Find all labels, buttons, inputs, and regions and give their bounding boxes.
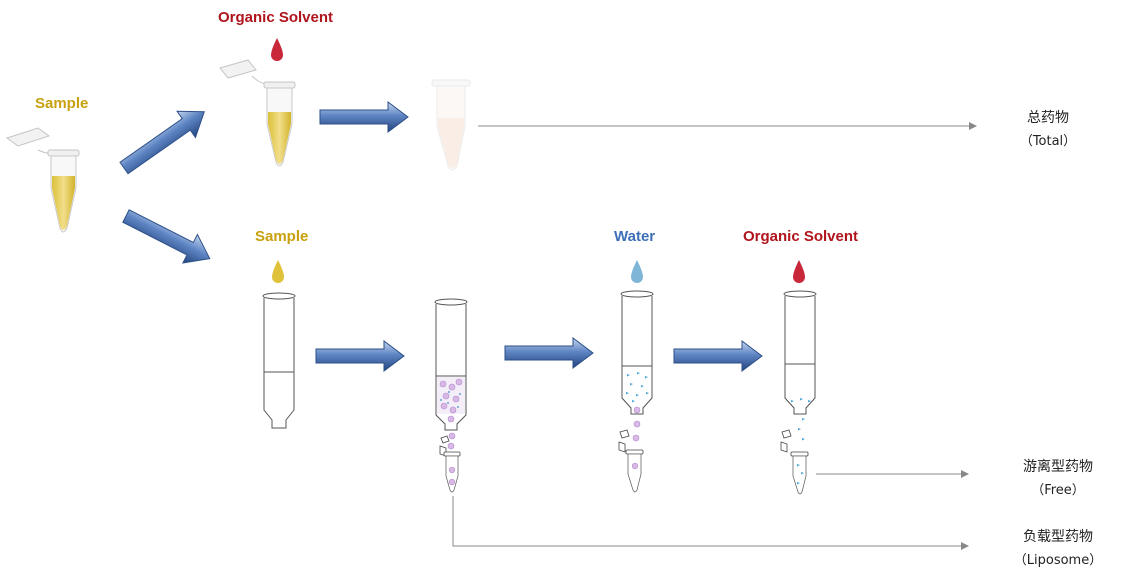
- organic-solvent-column-drop-icon: [793, 260, 805, 283]
- liposome-collection-tube-icon: [439, 435, 461, 493]
- sample-column-label: Sample: [255, 228, 308, 245]
- arrow-to-organic-solvent-icon: [119, 110, 205, 175]
- sample-label: Sample: [35, 95, 88, 112]
- water-wash-column-icon: [620, 290, 654, 428]
- arrow-column-step1-icon: [315, 340, 405, 372]
- sample-tube-icon: [5, 127, 80, 233]
- free-drug-label: 游离型药物: [1023, 458, 1093, 475]
- free-drug-collection-tube-icon: [780, 429, 809, 495]
- arrow-to-column-icon: [122, 209, 211, 264]
- water-label: Water: [614, 228, 655, 245]
- arrow-column-step3-icon: [673, 340, 763, 372]
- total-drug-label: 总药物: [1027, 110, 1069, 126]
- organic-solvent-column-label: Organic Solvent: [743, 228, 858, 245]
- liposome-drug-sublabel: （Liposome）: [1014, 553, 1102, 568]
- free-drug-sublabel: （Free）: [1031, 483, 1085, 498]
- water-collection-tube-icon: [618, 429, 644, 493]
- elution-column-icon: [783, 290, 817, 441]
- arrow-to-total-tube-icon: [319, 101, 409, 133]
- empty-column-icon: [262, 292, 296, 429]
- total-drug-tube-icon: [431, 79, 471, 171]
- liposome-drug-label: 负载型药物: [1023, 529, 1093, 545]
- organic-solvent-tube-icon: [219, 59, 296, 167]
- sample-drop-icon: [272, 260, 284, 283]
- total-drug-sublabel: （Total）: [1020, 134, 1076, 149]
- liposome-output-line: [452, 496, 969, 550]
- arrow-column-step2-icon: [504, 337, 594, 369]
- water-drop-icon: [631, 260, 643, 283]
- loaded-column-icon: [434, 298, 468, 431]
- liposome-drops-icon: [447, 432, 456, 450]
- organic-solvent-drop-icon: [271, 38, 283, 61]
- organic-solvent-label: Organic Solvent: [218, 9, 333, 26]
